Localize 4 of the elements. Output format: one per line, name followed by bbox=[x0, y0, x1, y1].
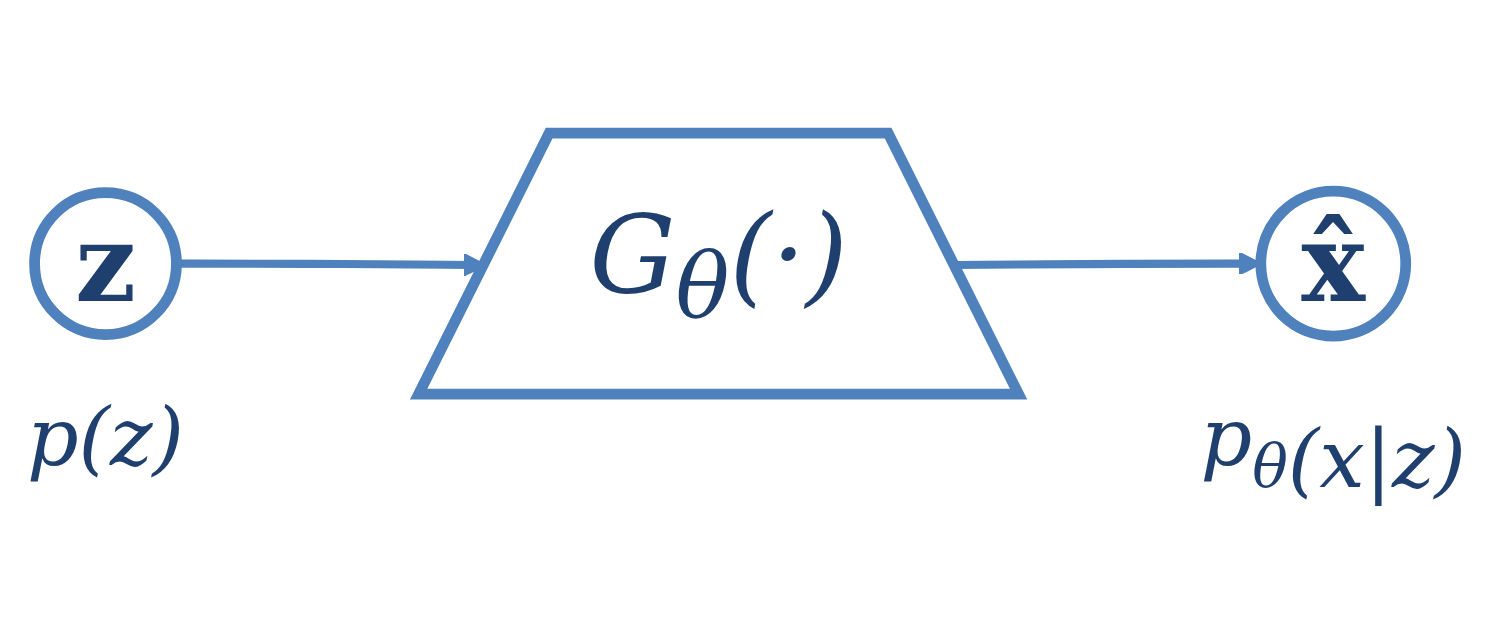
distribution-label: p$_{θ}$(x|z) bbox=[1200, 390, 1467, 506]
distribution-label: p(z) bbox=[26, 390, 185, 485]
node-circle: x̂ bbox=[1255, 185, 1412, 342]
node-circle: z bbox=[29, 187, 182, 340]
